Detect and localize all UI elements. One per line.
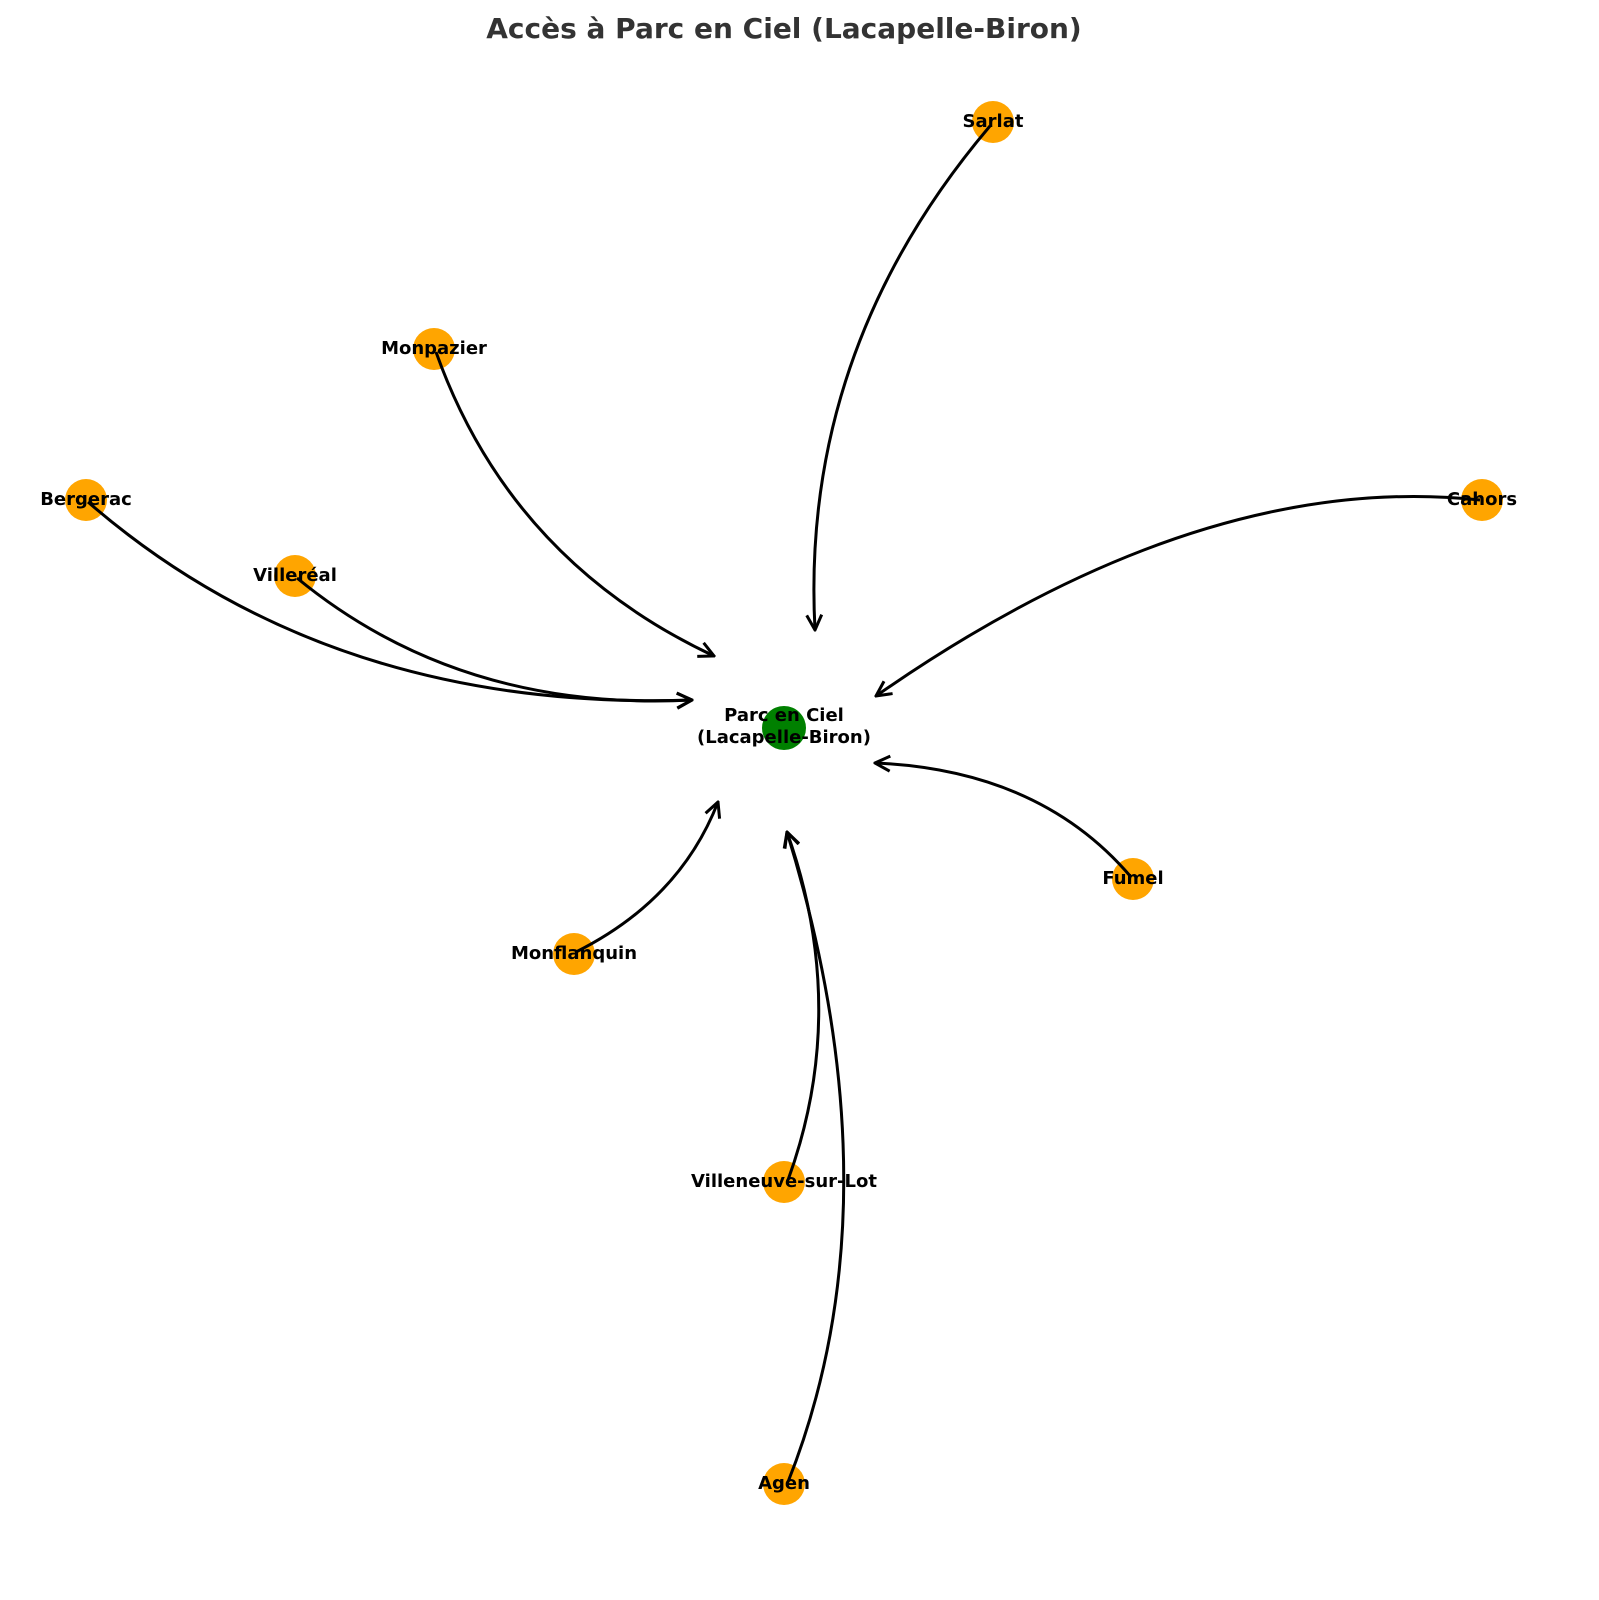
node-circle: [553, 933, 595, 975]
center-node: Parc en Ciel (Lacapelle-Biron): [697, 705, 871, 750]
node-monpazier: Monpazier: [381, 328, 487, 370]
edge-monflanquin: [575, 802, 718, 954]
node-label: Cahors: [1447, 489, 1517, 510]
node-agen: Agen: [758, 1463, 810, 1505]
node-label: Monpazier: [381, 338, 487, 359]
node-viller-al: Villeréal: [253, 555, 337, 597]
node-label: Villeréal: [253, 565, 337, 586]
edge-villereal: [296, 576, 692, 701]
edge-monpazier: [434, 351, 714, 656]
edge-bergerac: [87, 500, 692, 701]
diagram-title: Accès à Parc en Ciel (Lacapelle-Biron): [486, 12, 1082, 45]
node-circle: [972, 101, 1014, 143]
node-label: Bergerac: [40, 489, 132, 510]
node-monflanquin: Monflanquin: [511, 933, 637, 975]
center-node-circle: [762, 706, 806, 750]
node-label: Villeneuve-sur-Lot: [691, 1171, 877, 1192]
node-circle: [763, 1463, 805, 1505]
center-label-line2: (Lacapelle-Biron): [697, 727, 871, 748]
edge-sarlat: [814, 125, 992, 630]
edge-fumel: [875, 763, 1133, 878]
center-label-line1: Parc en Ciel: [724, 705, 844, 726]
node-cahors: Cahors: [1447, 479, 1517, 521]
edge-cahors: [876, 494, 1481, 696]
node-label: Agen: [758, 1473, 810, 1494]
node-circle: [1461, 479, 1503, 521]
node-fumel: Fumel: [1102, 858, 1164, 900]
node-sarlat: Sarlat: [963, 101, 1024, 143]
node-label: Fumel: [1102, 868, 1163, 889]
node-circle: [413, 328, 455, 370]
node-label: Sarlat: [963, 111, 1024, 132]
edge-agen: [787, 832, 846, 1483]
node-circle: [763, 1161, 805, 1203]
node-bergerac: Bergerac: [40, 479, 132, 521]
node-villeneuve-sur-lot: Villeneuve-sur-Lot: [691, 1161, 877, 1203]
node-label: Monflanquin: [511, 943, 637, 964]
